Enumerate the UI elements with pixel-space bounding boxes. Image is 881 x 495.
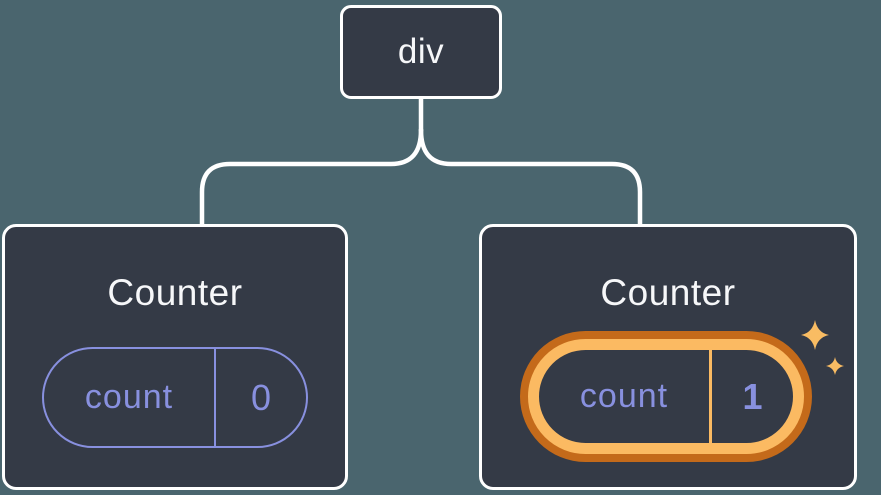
state-value-label: 1 [709,350,793,443]
state-key-label: count [84,378,174,416]
root-node-div: div [340,5,502,99]
connector-branch-right [418,127,643,230]
counter-title: Counter [600,272,736,313]
root-node-label: div [397,32,445,71]
state-value-label: 0 [214,349,306,446]
connector-branch-left [199,127,424,230]
state-pill-count-1: count 1 [528,339,804,454]
sparkles-icon [801,320,844,375]
counter-title: Counter [107,272,243,313]
counter-card-right: Counter count 1 [479,224,857,490]
counter-card-left: Counter count 0 [2,224,348,490]
state-key-label: count [579,377,669,415]
state-pill-count-0: count 0 [42,347,308,448]
